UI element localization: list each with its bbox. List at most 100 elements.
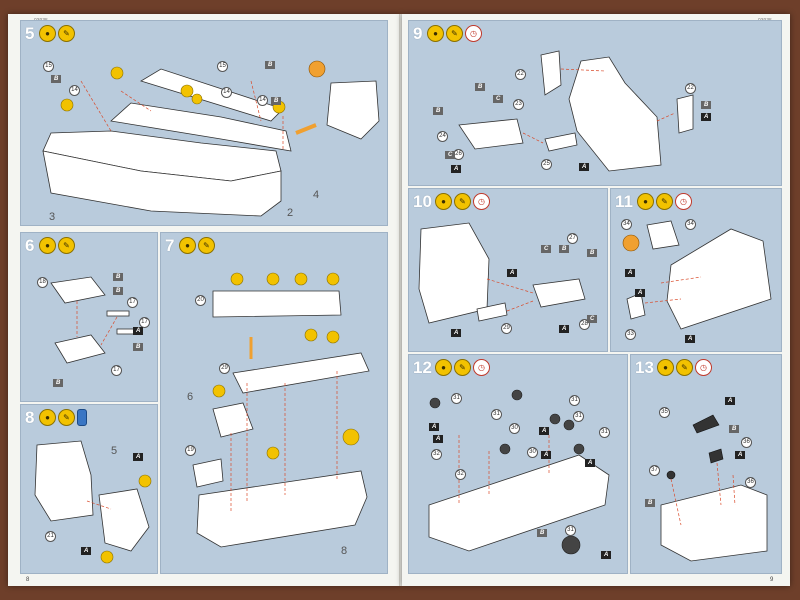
part-number: 21 — [45, 531, 56, 542]
part-number: 32 — [431, 449, 442, 460]
part-number: 30 — [527, 447, 538, 458]
nose-part — [646, 220, 680, 250]
part-number: 31 — [451, 393, 462, 404]
sprue-tag: B — [645, 499, 656, 507]
part-number: 24 — [437, 131, 448, 142]
part-number: 31 — [565, 525, 576, 536]
part-number: 18 — [37, 277, 48, 288]
part-number: 31 — [573, 411, 584, 422]
cabin-floor-part — [212, 290, 342, 318]
step-5-number: 5 — [25, 24, 35, 43]
sprue-tag: A — [81, 547, 92, 555]
clock-icon: ◷ — [473, 359, 490, 376]
engine-pod — [458, 118, 524, 150]
paint-icon: ✎ — [446, 25, 463, 42]
sprue-tag: A — [625, 269, 636, 277]
step-5-drawing — [42, 60, 380, 217]
fuselage-underside — [428, 454, 610, 552]
engine-pod — [532, 278, 586, 308]
sprue-tag: A — [451, 329, 462, 337]
step-8-panel: 8 ● ✎ 5 21 A A — [20, 404, 158, 574]
step-5-sublabel: 2 — [287, 207, 294, 219]
forward-fuselage — [666, 228, 772, 330]
step-11-drawing — [622, 220, 772, 330]
step-7-icons: ● ✎ — [179, 237, 215, 254]
step-12-drawing — [428, 389, 610, 555]
sprue-tag: B — [729, 425, 740, 433]
part-number: 22 — [515, 69, 526, 80]
cockpit-canopy — [98, 488, 150, 552]
rod — [106, 310, 130, 317]
step-12-panel: 12 ● ✎ ◷ 31 31 31 32 32 30 30 31 31 31 A — [408, 354, 628, 574]
rear-pylon-assembly — [568, 56, 662, 172]
part-number: 32 — [455, 469, 466, 480]
step-13-panel: 13 ● ✎ ◷ 35 36 36 37 A B A B — [630, 354, 782, 574]
paint-icon: ✎ — [58, 237, 75, 254]
sprue-tag: B — [559, 245, 570, 253]
cockpit-nose — [34, 440, 94, 522]
step-12-number: 12 — [413, 358, 432, 377]
sprue-tag: B — [265, 61, 276, 69]
sprue-tag: B — [271, 97, 282, 105]
step-5-icons: ● ✎ — [39, 25, 75, 42]
part-number: 14 — [221, 87, 232, 98]
step-5-sublabel: 3 — [49, 211, 56, 223]
glue-icon: ● — [637, 193, 654, 210]
paint-bottle-icon — [77, 409, 87, 426]
step-8-drawing — [34, 440, 152, 564]
sprue-tag: A — [433, 435, 444, 443]
glue-icon: ● — [427, 25, 444, 42]
step-12-icons: ● ✎ ◷ — [435, 359, 490, 376]
step-6-icons: ● ✎ — [39, 237, 75, 254]
left-page: 03935 8 5 ● ✎ 3 4 2 — [8, 14, 400, 586]
part-number: 14 — [257, 95, 268, 106]
fuselage-half-left-side — [42, 150, 282, 217]
step-9-panel: 9 ● ✎ ◷ 22 22 23 24 25 26 B A B C B — [408, 20, 782, 186]
paint-icon: ✎ — [58, 409, 75, 426]
sprue-tag: B — [113, 273, 124, 281]
glue-icon: ● — [435, 193, 452, 210]
lamp-part — [708, 448, 724, 464]
part-number: 27 — [567, 233, 578, 244]
part-number: 34 — [685, 219, 696, 230]
step-8-icons: ● ✎ — [39, 409, 87, 426]
step-9-icons: ● ✎ ◷ — [427, 25, 482, 42]
sprue-tag: A — [685, 335, 696, 343]
clock-icon: ◷ — [675, 193, 692, 210]
part-number: 15 — [43, 61, 54, 72]
paint-icon: ✎ — [656, 193, 673, 210]
step-6-number: 6 — [25, 236, 35, 255]
sprue-tag: A — [579, 163, 590, 171]
sprue-tag: B — [701, 101, 712, 109]
sprue-tag: B — [113, 287, 124, 295]
part-number: 17 — [139, 317, 150, 328]
step-7-drawing — [192, 272, 370, 548]
step-11-icons: ● ✎ ◷ — [637, 193, 692, 210]
clock-icon: ◷ — [465, 25, 482, 42]
sprue-tag: A — [451, 165, 462, 173]
fuselage-assembly — [196, 470, 368, 548]
part-number: 20 — [195, 295, 206, 306]
sprue-tag: A — [725, 397, 736, 405]
right-page: 03935 9 9 ● ✎ ◷ 22 22 23 24 25 26 B — [402, 14, 790, 586]
sprue-tag: B — [475, 83, 486, 91]
part-number: 28 — [579, 319, 590, 330]
part-number: 14 — [69, 85, 80, 96]
side-panel — [676, 94, 694, 134]
step-10-drawing — [418, 222, 586, 324]
part-number: 17 — [111, 365, 122, 376]
sprue-tag: B — [133, 343, 144, 351]
part-number: 33 — [625, 329, 636, 340]
sprue-tag: C — [587, 315, 598, 323]
antenna-part — [692, 414, 720, 434]
glue-icon: ● — [435, 359, 452, 376]
step-8-sublabel: 5 — [111, 445, 118, 457]
page-number-left: 8 — [26, 577, 30, 583]
sprue-tag: A — [507, 269, 518, 277]
rear-pylon-part — [540, 50, 562, 96]
sprue-tag: A — [701, 113, 712, 121]
step-5-sublabel: 4 — [313, 189, 320, 201]
step-7-sublabel: 6 — [187, 391, 194, 403]
rear-ramp — [326, 80, 380, 140]
sprue-tag: B — [587, 249, 598, 257]
